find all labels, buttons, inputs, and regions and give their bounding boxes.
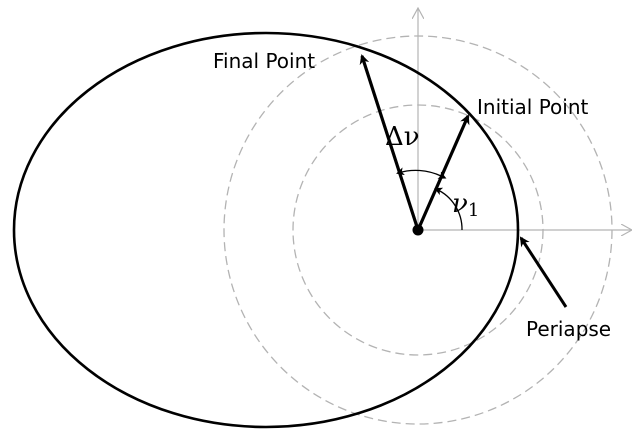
nu-one-symbol: ν [452, 189, 468, 219]
periapse-pointer [519, 236, 568, 308]
nu-one-subscript: 1 [468, 200, 479, 221]
initial-point-vector [416, 114, 470, 231]
final-point-vector [359, 54, 420, 231]
periapse-label: Periapse [526, 317, 611, 341]
delta-nu-arc [396, 167, 447, 179]
delta-nu-label: Δν [385, 122, 420, 152]
initial-point-label: Initial Point [477, 95, 589, 119]
final-point-label: Final Point [213, 49, 315, 73]
orbit-ellipse [12, 31, 520, 429]
focus-point [412, 224, 424, 236]
outer-reference-circle [223, 35, 613, 425]
inner-reference-circle [292, 104, 544, 356]
nu-one-arc [434, 187, 463, 231]
nu-one-label: ν1 [452, 189, 479, 221]
